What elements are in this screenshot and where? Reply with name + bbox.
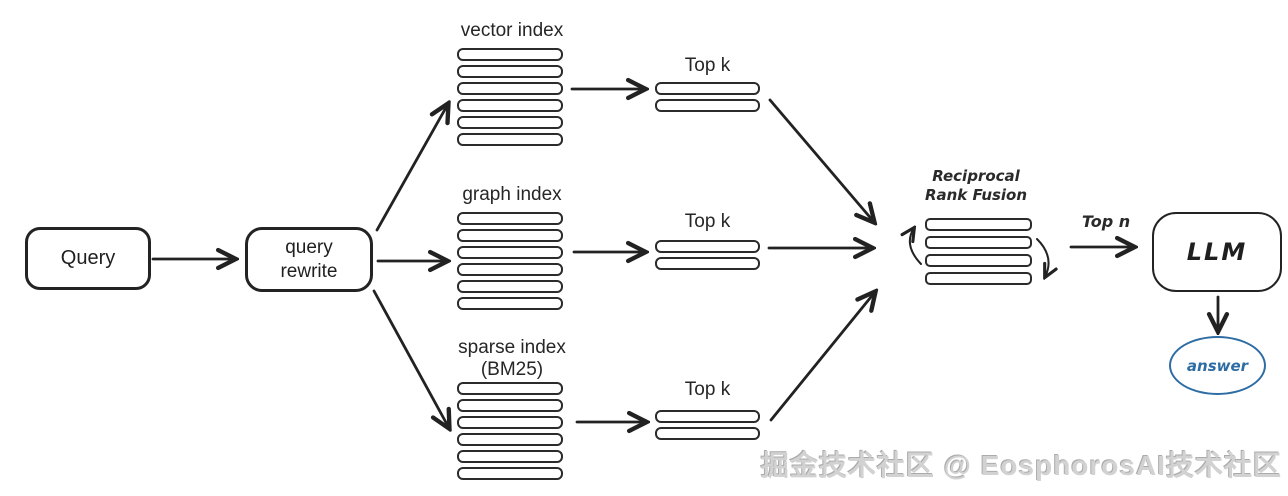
stack-bar <box>457 229 563 242</box>
query-node: Query <box>25 227 151 290</box>
stack-bar <box>457 416 563 429</box>
query-node-label: Query <box>60 247 116 269</box>
stack-bar <box>925 272 1032 285</box>
stack-bar <box>457 382 563 395</box>
stack-bar <box>457 116 563 129</box>
stack-bar <box>457 263 563 276</box>
stack-bar <box>925 218 1032 231</box>
stack-bar <box>457 65 563 78</box>
stack-bar <box>457 280 563 293</box>
answer-node: answer <box>1169 336 1266 395</box>
query-rewrite-node: query rewrite <box>245 227 373 292</box>
stack-bar <box>655 410 760 423</box>
vector-index-label: vector index <box>460 20 564 41</box>
answer-node-label: answer <box>1186 356 1249 375</box>
stack-bar <box>655 427 760 440</box>
stack-bar <box>655 99 760 112</box>
fusion-cycle-arrow-right <box>1036 238 1049 277</box>
topk-sparse-stack <box>655 410 760 444</box>
edge-rewrite-to-vector <box>375 104 448 232</box>
sparse-index-label: sparse index (BM25) <box>442 337 582 381</box>
watermark-text: 掘金技术社区 @ EosphorosAI技术社区 <box>760 450 1282 481</box>
stack-bar <box>457 48 563 61</box>
sparse-index-label-line1: sparse index <box>458 337 566 358</box>
stack-bar <box>655 257 760 270</box>
fusion-label-line2: Rank Fusion <box>924 186 1028 204</box>
llm-node-label: LLM <box>1186 238 1248 266</box>
fusion-label: Reciprocal Rank Fusion <box>908 167 1044 205</box>
stack-bar <box>457 133 563 146</box>
llm-node: LLM <box>1152 212 1282 292</box>
stack-bar <box>457 99 563 112</box>
graph-index-label: graph index <box>462 184 562 205</box>
top-n-label: Top n <box>1081 212 1131 231</box>
stack-bar <box>457 450 563 463</box>
topk-graph-label: Top k <box>684 211 731 232</box>
fusion-stack <box>925 218 1032 290</box>
sparse-index-stack <box>457 382 563 484</box>
stack-bar <box>457 82 563 95</box>
topk-sparse-label: Top k <box>684 379 731 400</box>
stack-bar <box>457 212 563 225</box>
vector-index-stack <box>457 48 563 150</box>
topk-graph-stack <box>655 240 760 274</box>
stack-bar <box>457 433 563 446</box>
graph-index-stack <box>457 212 563 314</box>
stack-bar <box>925 236 1032 249</box>
stack-bar <box>457 399 563 412</box>
stack-bar <box>457 246 563 259</box>
edge-rewrite-to-sparse <box>372 289 449 428</box>
topk-vector-stack <box>655 82 760 116</box>
edge-topk1-to-fusion <box>768 98 874 222</box>
stack-bar <box>655 82 760 95</box>
fusion-label-line1: Reciprocal <box>932 167 1020 185</box>
query-rewrite-node-label: query rewrite <box>280 236 338 282</box>
stack-bar <box>457 297 563 310</box>
stack-bar <box>655 240 760 253</box>
edge-topk3-to-fusion <box>769 292 875 422</box>
sparse-index-label-line2: (BM25) <box>480 359 544 380</box>
stack-bar <box>457 467 563 480</box>
fusion-cycle-arrow-left <box>910 228 922 265</box>
topk-vector-label: Top k <box>684 55 731 76</box>
stack-bar <box>925 254 1032 267</box>
